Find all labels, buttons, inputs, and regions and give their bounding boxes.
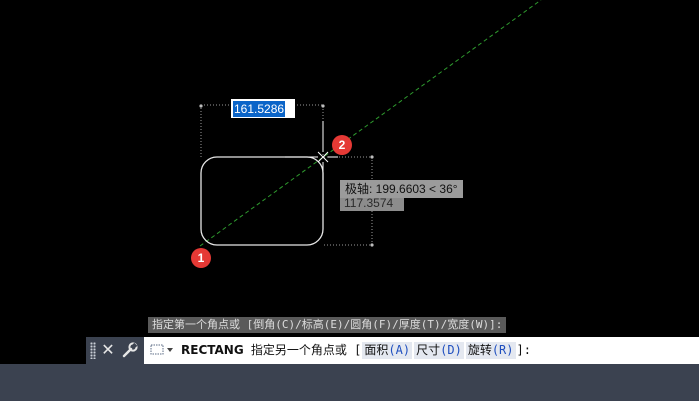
dim-grip (370, 243, 374, 247)
chevron-down-icon[interactable] (166, 346, 174, 354)
polar-tracking-tooltip: 极轴: 199.6603 < 36° (340, 180, 463, 198)
dynamic-input-field[interactable]: 161.5286 (231, 99, 295, 118)
close-icon[interactable]: ✕ (101, 340, 115, 359)
dim-grip (370, 155, 374, 159)
option-area[interactable]: 面积(A) (362, 342, 413, 359)
command-prompt-text: 指定另一个角点或 (250, 343, 347, 357)
polar-tracking-line (199, 0, 542, 247)
command-prompt: RECTANG 指定另一个角点或 [面积(A)尺寸(D)旋转(R)]: (181, 337, 531, 364)
option-rotation-label: 旋转 (467, 343, 492, 357)
prompt-end: ]: (516, 343, 531, 357)
option-open-bracket: [ (354, 343, 362, 357)
dim-grip (199, 104, 203, 108)
rectangle-icon[interactable] (150, 344, 164, 355)
option-area-key: (A) (388, 343, 411, 357)
step-marker-1: 1 (191, 248, 211, 268)
option-dimensions-label: 尺寸 (416, 343, 441, 357)
dim-grip (321, 104, 325, 108)
command-name: RECTANG (181, 343, 244, 357)
command-history: 指定第一个角点或 [倒角(C)/标高(E)/圆角(F)/厚度(T)/宽度(W)]… (148, 317, 507, 333)
dynamic-input-value[interactable]: 161.5286 (233, 101, 286, 117)
height-dimension-line (324, 156, 373, 246)
wrench-icon[interactable] (120, 340, 140, 360)
command-line-bar: ✕ RECTANG 指定另一个角点或 [面积(A)尺寸(D)旋转(R)]: (86, 337, 699, 364)
option-area-label: 面积 (364, 343, 389, 357)
crosshair-cursor (285, 121, 338, 180)
rectangle-preview (200, 156, 324, 246)
step-marker-2: 2 (332, 135, 352, 155)
option-dimensions-key: (D) (440, 343, 462, 357)
dimension-tooltip: 117.3574 (340, 195, 404, 211)
option-rotation-key: (R) (491, 343, 514, 357)
option-dimensions[interactable]: 尺寸(D) (414, 342, 464, 359)
drag-grip-icon[interactable] (90, 342, 96, 359)
option-rotation[interactable]: 旋转(R) (465, 342, 516, 359)
command-line-tools: ✕ (86, 337, 144, 364)
command-input[interactable]: RECTANG 指定另一个角点或 [面积(A)尺寸(D)旋转(R)]: (144, 337, 699, 364)
status-bar (0, 364, 699, 401)
